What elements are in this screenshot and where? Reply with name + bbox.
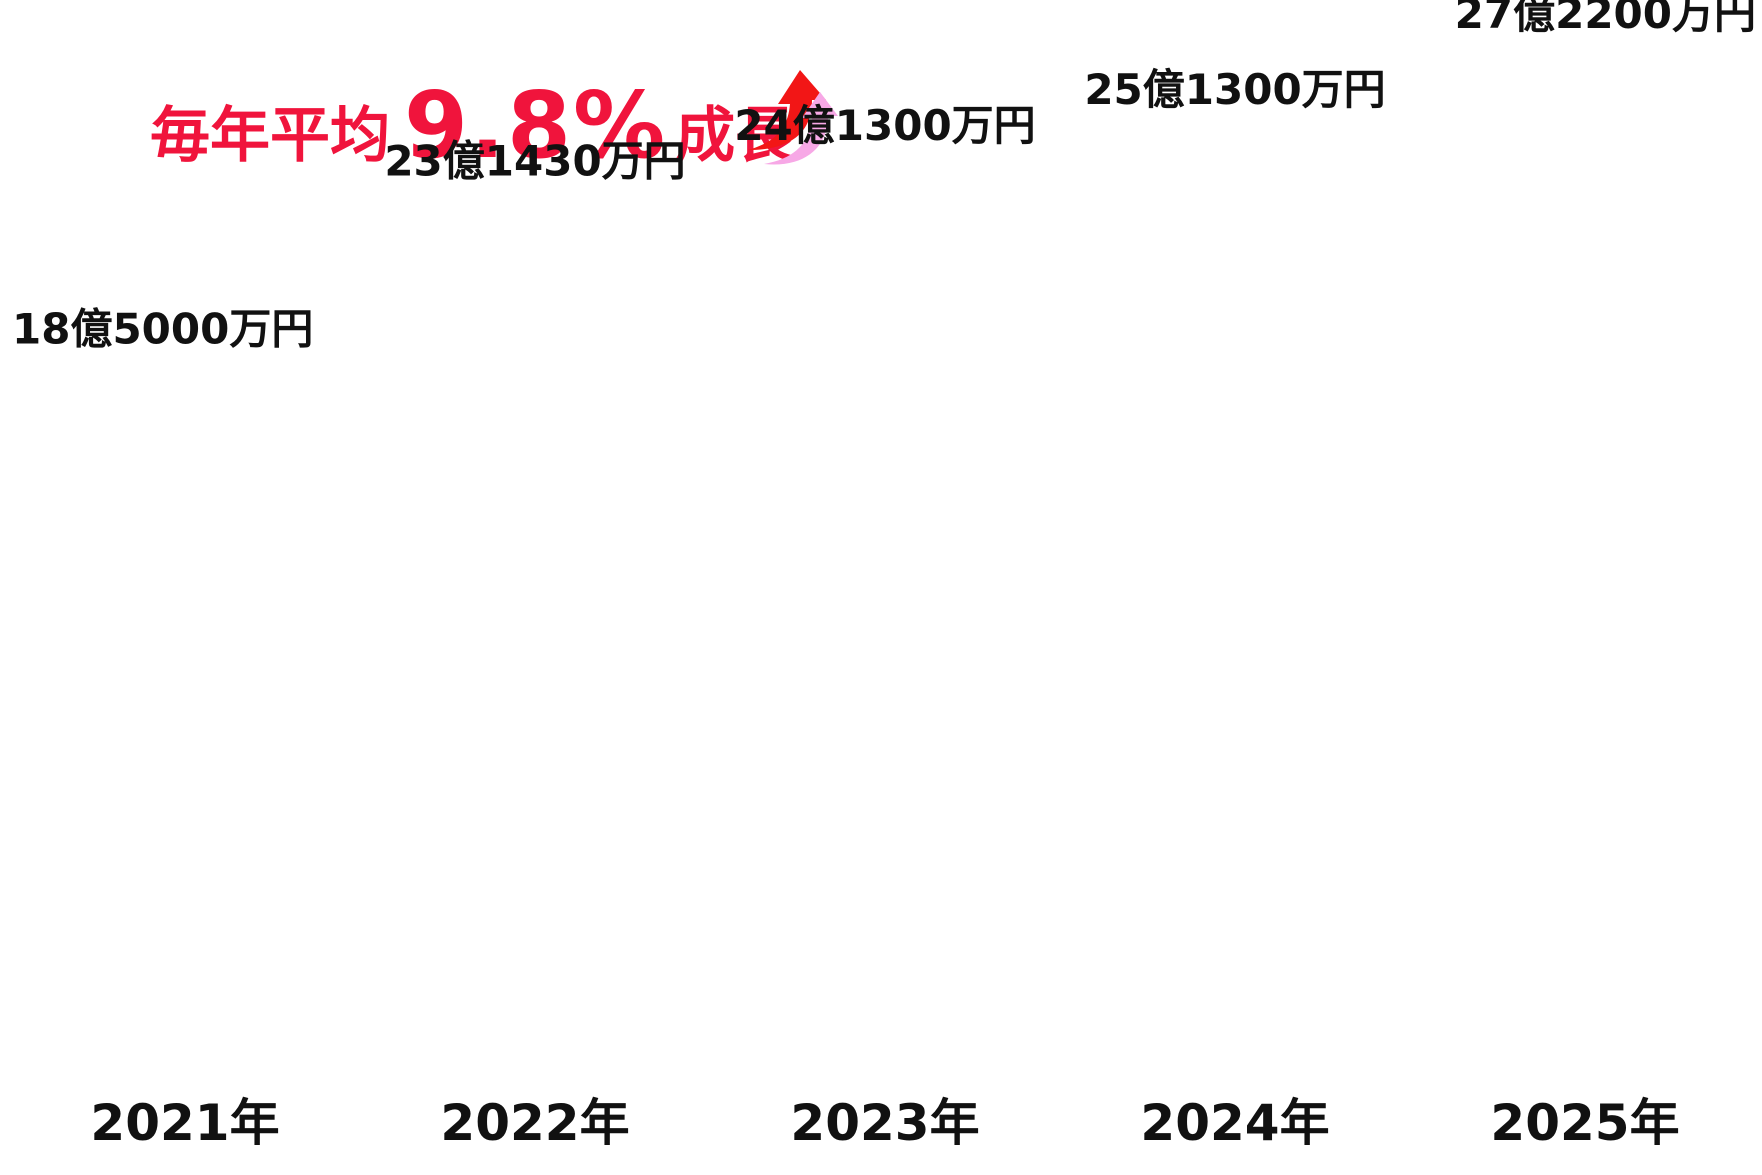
arrow-pink-part <box>764 92 838 165</box>
x-tick-label-3: 2023年 <box>790 1094 979 1152</box>
headline-suffix: 成長 <box>675 101 796 171</box>
x-tick-label-2: 2022年 <box>440 1094 629 1152</box>
headline-prefix: 毎年平均 <box>150 101 390 171</box>
arrow-red-part <box>748 70 826 150</box>
x-tick-label-5: 2025年 <box>1490 1094 1679 1152</box>
data-label-1: 18億5000万円 <box>12 305 313 354</box>
headline-rate: 9.8% <box>404 72 668 179</box>
x-tick-label-4: 2024年 <box>1140 1094 1329 1152</box>
up-arrow-icon <box>748 70 838 165</box>
data-label-3: 24億1300万円 <box>734 101 1035 150</box>
x-tick-label-1: 2021年 <box>90 1094 279 1152</box>
data-label-2: 23億1430万円 <box>384 137 685 186</box>
data-label-5: 27億2200万円 <box>1455 0 1756 38</box>
data-label-4: 25億1300万円 <box>1084 65 1385 114</box>
growth-headline: 毎年平均 9.8% 成長 <box>150 80 796 172</box>
